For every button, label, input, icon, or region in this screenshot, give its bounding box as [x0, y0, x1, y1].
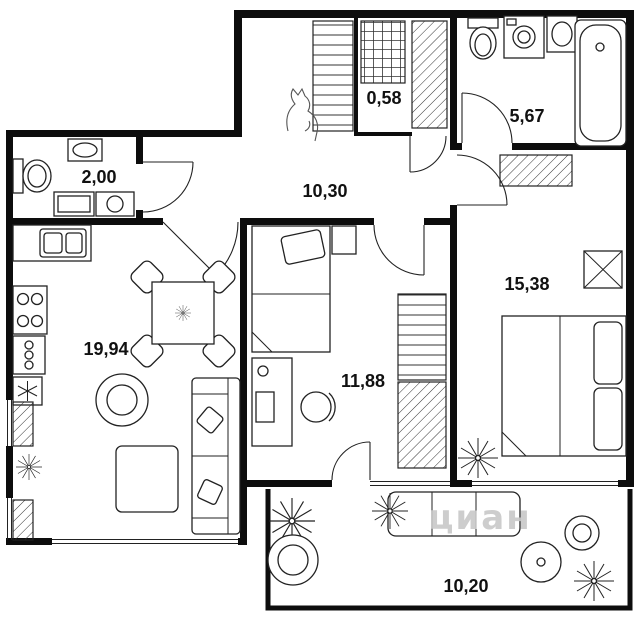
cabinet-icon	[53, 191, 95, 217]
door-bathroom	[461, 92, 513, 144]
room-wc	[12, 138, 135, 217]
door-kids	[373, 224, 425, 276]
fridge-icon	[12, 376, 43, 406]
cat-watermark-icon	[286, 87, 319, 142]
sink-icon	[67, 138, 103, 162]
sink-icon	[546, 15, 578, 53]
desk-icon	[251, 357, 293, 447]
bathtub-icon	[574, 19, 627, 147]
nightstand-icon	[331, 225, 357, 255]
windows	[7, 400, 618, 544]
room-area-bathroom: 5,67	[509, 106, 544, 126]
wardrobe-icon	[312, 20, 354, 132]
room-area-wc: 2,00	[81, 167, 116, 187]
wardrobe-icon	[397, 293, 447, 381]
toilet-icon	[467, 17, 499, 60]
room-area-storage: 0,58	[366, 88, 401, 108]
toilet-icon	[12, 158, 52, 194]
washing-machine-icon	[503, 15, 545, 59]
desk-chair-icon	[300, 391, 336, 423]
plant-icon	[573, 560, 615, 602]
window-living-bottom	[52, 539, 238, 544]
washer-icon	[95, 191, 135, 217]
sofa-icon	[191, 377, 241, 535]
kitchen-unit-icon	[12, 335, 46, 375]
window-bedroom-balcony	[472, 481, 618, 486]
storage-cabinet-icon	[411, 20, 448, 129]
plant-icon	[457, 437, 499, 479]
pouf-icon	[267, 534, 319, 586]
dining-set-icon	[130, 260, 236, 368]
wardrobe-icon	[397, 381, 447, 469]
door-bedroom	[456, 154, 508, 206]
stove-icon	[12, 285, 48, 335]
door-storage	[409, 135, 447, 173]
room-bathroom	[467, 15, 627, 147]
walls	[6, 10, 634, 545]
radiator-icon	[499, 154, 573, 187]
double-bed-icon	[501, 315, 627, 457]
window-kids-balcony	[370, 481, 450, 486]
window-living-left-upper	[7, 400, 12, 446]
room-area-living: 19,94	[83, 339, 128, 359]
room-balcony	[267, 491, 615, 602]
radiator-icon	[12, 499, 34, 541]
round-chair-icon	[564, 515, 600, 551]
balcony-glazing	[265, 489, 633, 611]
area-labels: 2,00 0,58 10,30 5,67 15,38 19,94 11,88 1…	[81, 88, 549, 596]
room-area-kids: 11,88	[341, 371, 385, 391]
door-balcony	[331, 441, 371, 481]
room-area-bedroom: 15,38	[504, 274, 549, 294]
storage-shelves-icon	[360, 20, 406, 84]
armchair-icon	[95, 373, 149, 427]
site-watermark: циан	[428, 498, 531, 538]
room-area-balcony: 10,20	[443, 576, 488, 596]
nightstand-icon	[583, 250, 623, 289]
room-living-kitchen	[12, 224, 241, 541]
door-wc	[142, 161, 194, 213]
room-bedroom	[457, 154, 627, 479]
radiator-icon	[12, 401, 34, 447]
doors	[142, 92, 513, 481]
room-area-hallway: 10,30	[302, 181, 347, 201]
single-bed-icon	[251, 225, 331, 353]
round-table-icon	[520, 541, 562, 583]
hallway-fittings	[286, 20, 448, 142]
kitchen-sink-counter-icon	[12, 224, 92, 262]
window-living-left-lower	[7, 498, 12, 540]
rug-icon	[115, 445, 179, 513]
plant-icon	[15, 453, 43, 481]
room-kids	[251, 225, 447, 469]
